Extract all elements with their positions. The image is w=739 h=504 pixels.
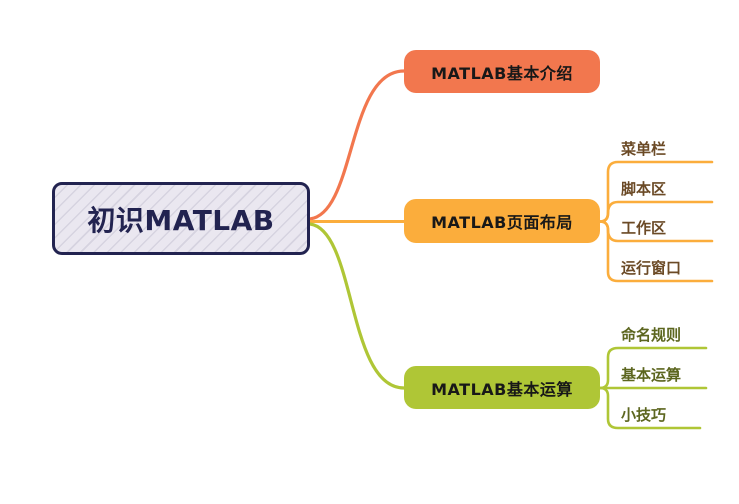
connector-ops-tips	[598, 386, 702, 430]
root-node[interactable]: 初识MATLAB	[52, 182, 310, 255]
connector-layout-runwindow	[598, 220, 714, 283]
connector-layout-script	[598, 200, 714, 223]
branch-node-ops-label: MATLAB基本运算	[431, 379, 573, 399]
branch-node-layout-label: MATLAB页面布局	[431, 213, 573, 232]
leaf-node-basicops[interactable]: 基本运算	[621, 366, 682, 384]
branch-node-intro[interactable]: MATLAB基本介绍	[404, 50, 600, 93]
connector-root-intro	[308, 69, 406, 221]
branch-node-layout[interactable]: MATLAB页面布局	[404, 199, 600, 243]
leaf-node-naming[interactable]: 命名规则	[621, 326, 682, 344]
leaf-node-script[interactable]: 脚本区	[621, 180, 667, 198]
branch-node-ops[interactable]: MATLAB基本运算	[404, 366, 600, 409]
connector-root-ops	[308, 222, 406, 390]
leaf-node-menubar[interactable]: 菜单栏	[621, 140, 667, 158]
leaf-node-workspace[interactable]: 工作区	[621, 219, 667, 237]
leaf-node-tips[interactable]: 小技巧	[621, 406, 667, 424]
root-node-label: 初识MATLAB	[87, 203, 275, 237]
branch-node-intro-label: MATLAB基本介绍	[431, 63, 573, 83]
leaf-node-runwindow[interactable]: 运行窗口	[621, 259, 682, 277]
